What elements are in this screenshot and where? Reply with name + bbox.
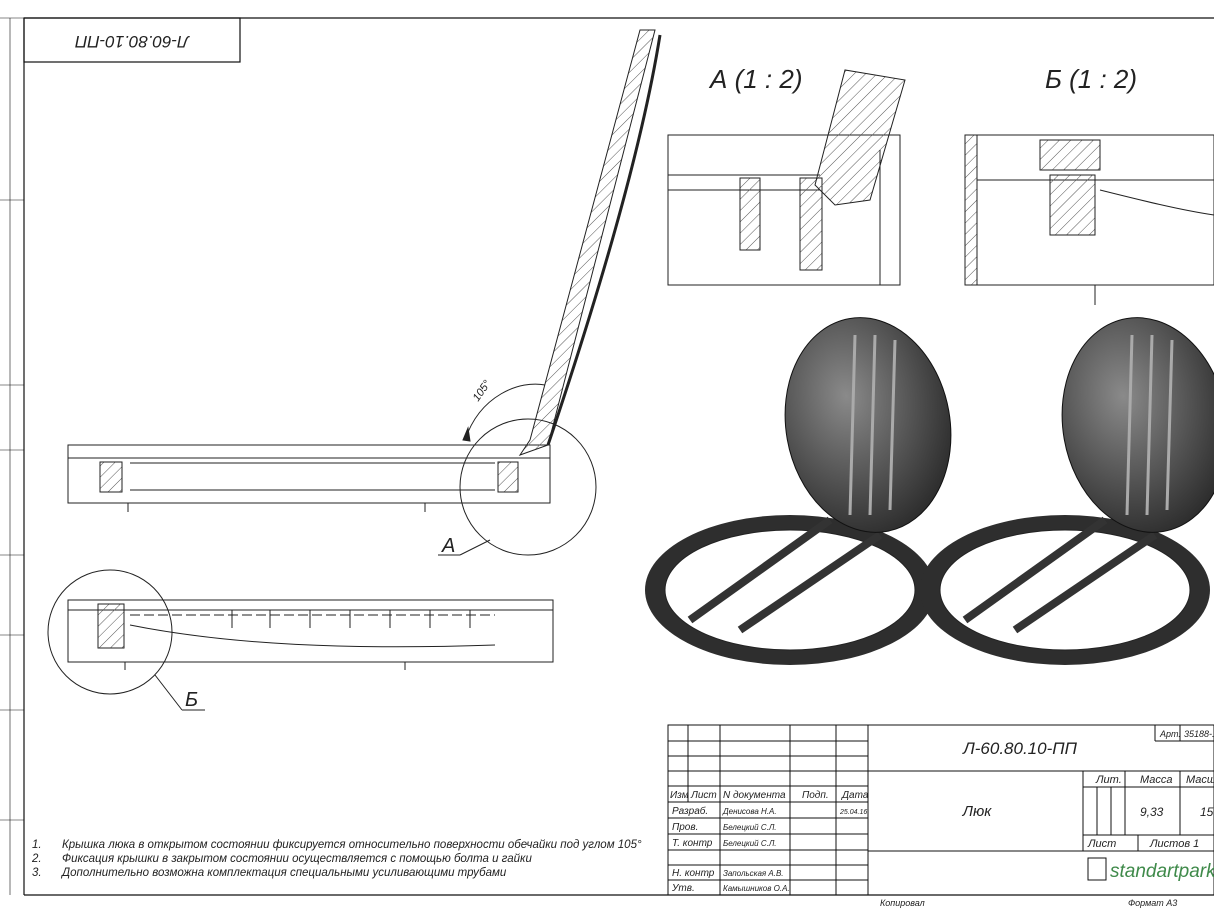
role-label: Пров. xyxy=(672,822,698,833)
notes: 1. Крышка люка в открытом состоянии фикс… xyxy=(31,839,642,879)
product-name: Люк xyxy=(962,803,993,820)
header-date: Дата xyxy=(841,790,869,801)
scale-label: Масш xyxy=(1186,774,1214,786)
note-text: Крышка люка в открытом состоянии фиксиру… xyxy=(62,839,642,851)
note-number: 1. xyxy=(32,839,42,851)
side-view-closed xyxy=(47,569,554,711)
company-logo: standartpark xyxy=(1110,861,1214,882)
title-block xyxy=(667,724,1214,896)
role-label: Утв. xyxy=(671,883,695,894)
top-code: Л-60.80.10-ПП xyxy=(74,32,189,51)
sheet-frame xyxy=(0,17,1214,896)
detail-b-view xyxy=(964,134,1214,305)
person-name: Белецкий С.Л. xyxy=(723,839,777,848)
person-name: Запольская А.В. xyxy=(723,869,784,878)
sheet-label: Лист xyxy=(1087,838,1116,850)
manhole-render-1 xyxy=(645,317,952,665)
side-view-open xyxy=(67,29,662,556)
person-name: Камышников О.А. xyxy=(723,884,790,893)
note-text: Фиксация крышки в закрытом состоянии осу… xyxy=(62,853,532,865)
role-label: Т. контр xyxy=(672,838,713,849)
detail-a-title: А (1 : 2) xyxy=(708,64,802,94)
detail-a-view xyxy=(667,69,906,286)
note-number: 2. xyxy=(31,853,42,865)
note-number: 3. xyxy=(32,867,42,879)
art-label: Арт. xyxy=(1159,729,1181,739)
header-doc: N документа xyxy=(723,790,786,801)
title-block-text: Л-60.80.10-ПП Люк Арт. 35188-... Лит. Ма… xyxy=(670,729,1214,894)
header-sign: Подп. xyxy=(802,790,829,801)
person-name: Денисова Н.А. xyxy=(722,807,777,816)
detail-b-marker: Б xyxy=(185,689,198,711)
person-name: Белецкий С.Л. xyxy=(723,823,777,832)
scale-value: 15 xyxy=(1200,805,1214,819)
note-text: Дополнительно возможна комплектация спец… xyxy=(60,867,507,879)
manhole-render-2 xyxy=(920,317,1214,665)
copied-label: Копировал xyxy=(880,898,925,908)
sheets-label: Листов 1 xyxy=(1149,838,1199,850)
role-label: Н. контр xyxy=(672,868,715,879)
detail-b-title: Б (1 : 2) xyxy=(1045,64,1137,94)
lit-label: Лит. xyxy=(1095,774,1122,786)
art-value: 35188-... xyxy=(1184,729,1214,739)
header-izm: Изм xyxy=(670,790,689,801)
angle-label: 105° xyxy=(471,378,494,404)
designation: Л-60.80.10-ПП xyxy=(962,739,1077,758)
mass-value: 9,33 xyxy=(1140,805,1164,819)
format-label: Формат А3 xyxy=(1128,898,1177,908)
role-label: Разраб. xyxy=(672,805,708,817)
date-value: 25.04.16 xyxy=(839,809,867,816)
detail-a-marker: А xyxy=(441,535,455,557)
mass-label: Масса xyxy=(1140,774,1173,786)
header-list: Лист xyxy=(690,790,717,801)
